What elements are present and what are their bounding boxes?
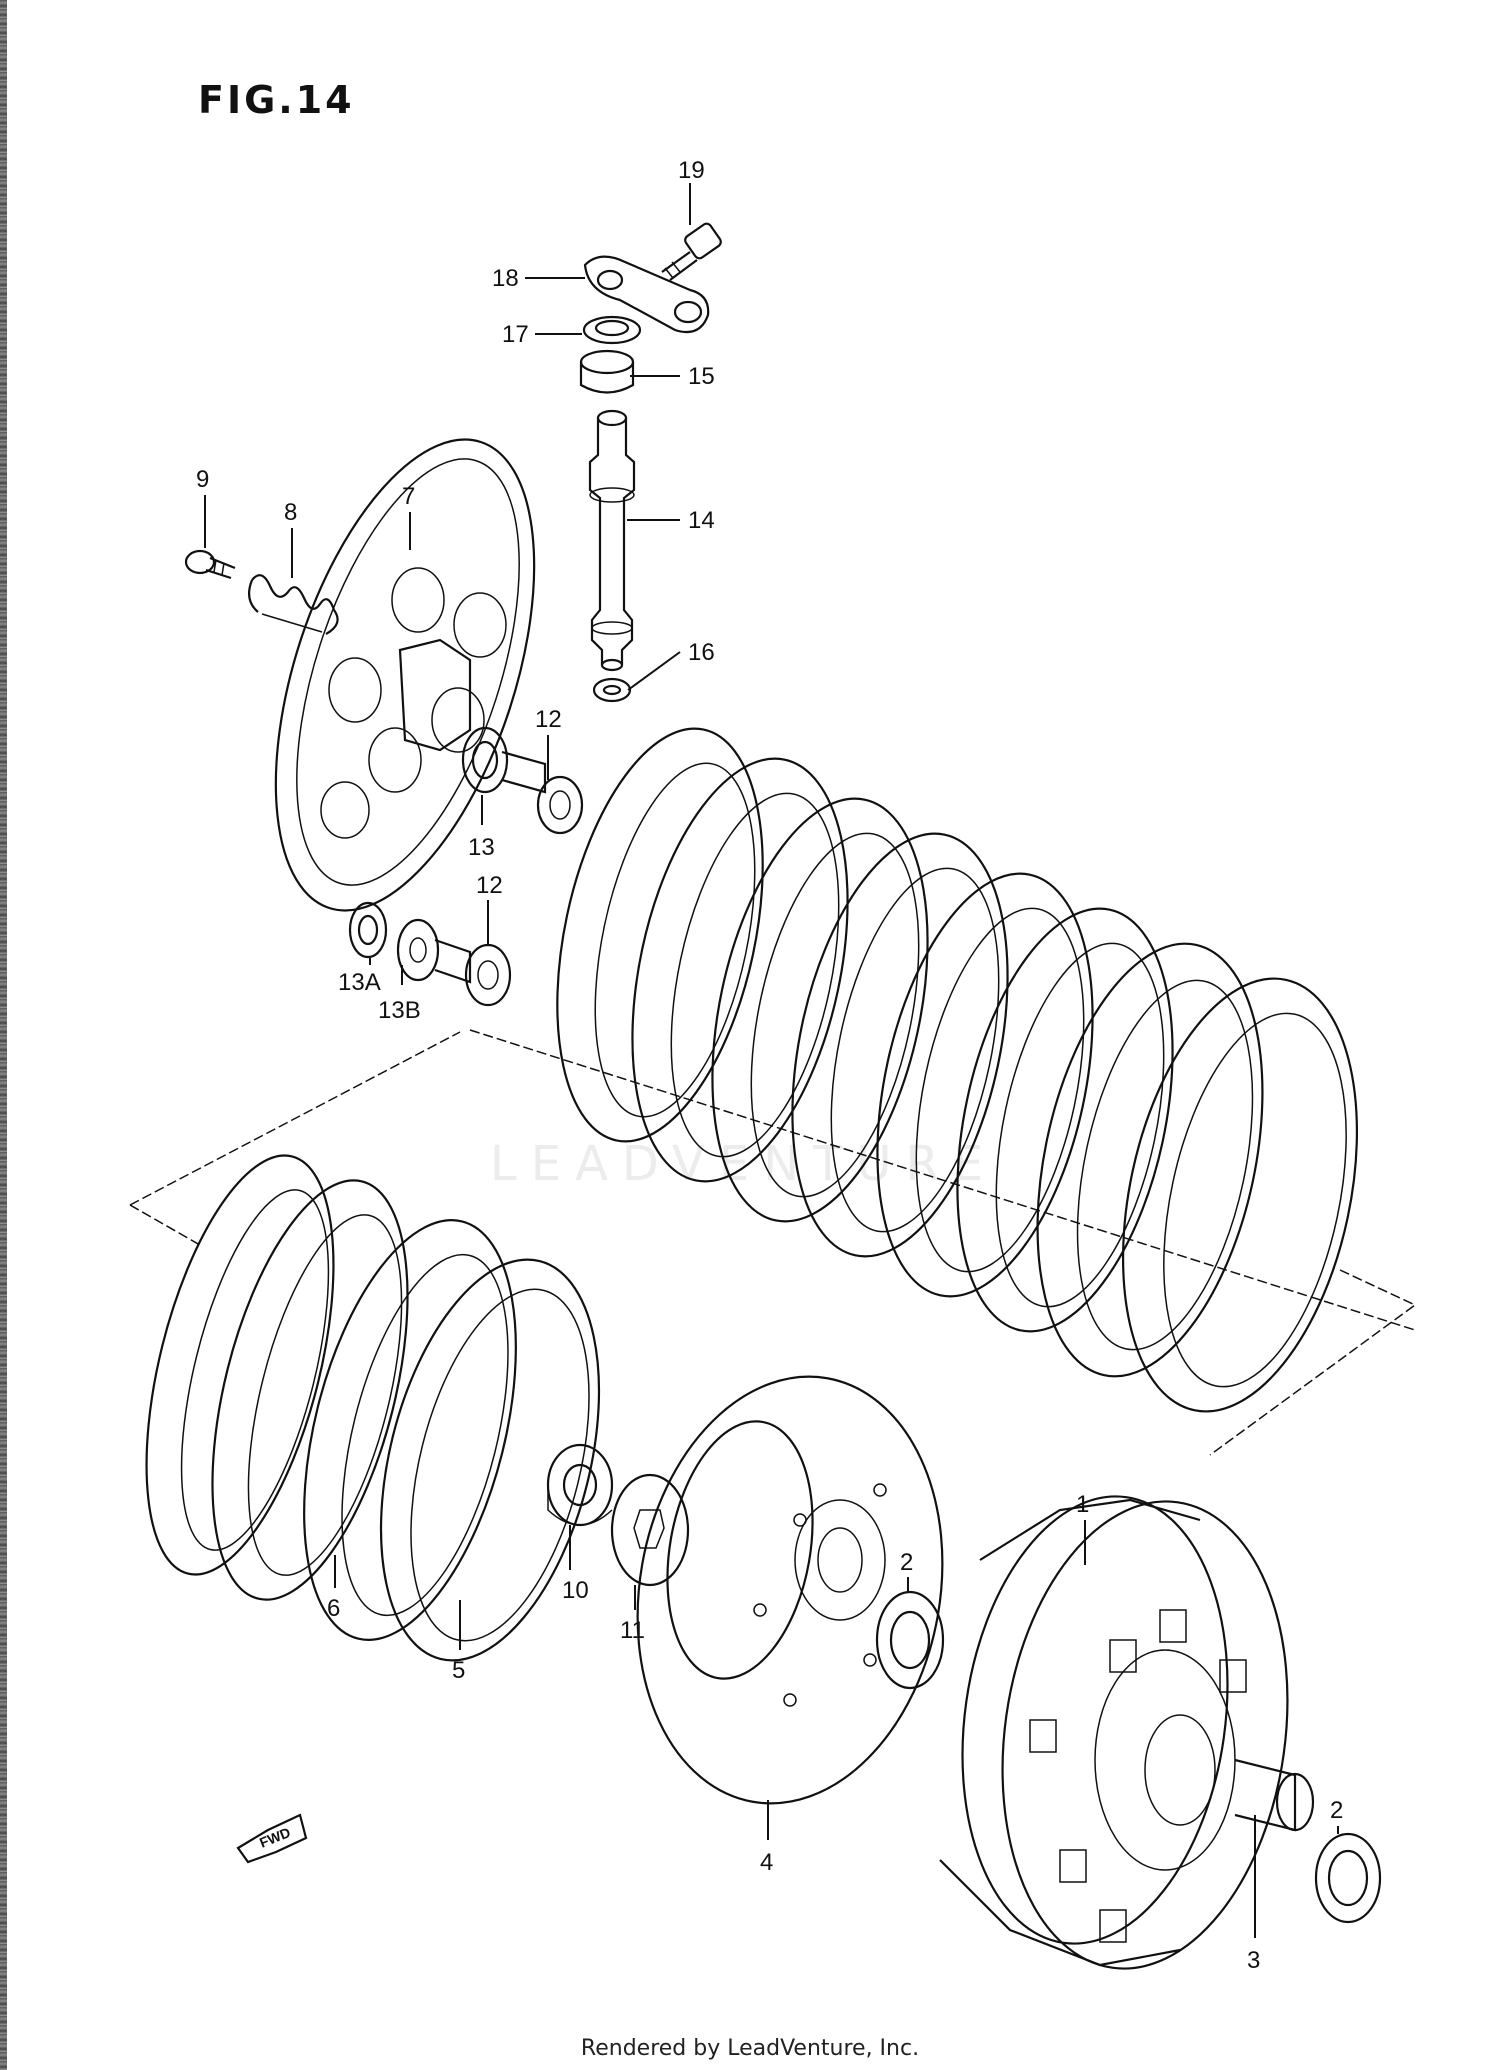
part-1-clutch-housing: [939, 1495, 1289, 1970]
part-11-lock-washer: [610, 1473, 690, 1587]
callout-16: 16: [688, 639, 715, 666]
callout-2-right: 2: [1330, 1797, 1343, 1824]
lower-plate-stack: [129, 1031, 601, 1662]
callout-9: 9: [196, 466, 209, 493]
part-18-lever: [583, 255, 710, 334]
callout-12-upper: 12: [535, 706, 562, 733]
callout-3: 3: [1247, 1947, 1260, 1974]
part-13-bearing: [461, 726, 509, 794]
part-7-pressure-plate: [274, 438, 536, 912]
callout-7: 7: [402, 483, 415, 510]
part-16-washer: [592, 677, 632, 703]
part-13b-washer: [396, 918, 440, 982]
part-2-thrust-washer-right: [1314, 1832, 1382, 1924]
callout-2-mid: 2: [900, 1549, 913, 1576]
scan-edge: [0, 0, 7, 2070]
callout-8: 8: [284, 499, 297, 526]
callout-18: 18: [492, 265, 519, 292]
callout-11: 11: [620, 1617, 645, 1644]
callout-1: 1: [1076, 1491, 1089, 1518]
callout-14: 14: [688, 507, 715, 534]
part-14-release-shaft: [588, 409, 636, 672]
callout-15: 15: [688, 363, 715, 390]
part-9-bolt: [184, 549, 236, 580]
callout-labels: 19 18 17 15 14 16 9 8 7 12 13 12 13A 13B…: [196, 157, 1343, 1974]
leader-lines: [204, 183, 1339, 1938]
callout-5: 5: [452, 1657, 465, 1684]
callout-13: 13: [468, 834, 495, 861]
part-4-sleeve-hub: [636, 1375, 944, 1805]
watermark: LEADVENTURE: [490, 1136, 997, 1192]
part-13a-bearing: [348, 901, 388, 959]
part-12-push-piece-upper: [501, 750, 584, 835]
callout-13a: 13A: [338, 969, 381, 996]
callout-19: 19: [678, 157, 705, 184]
footer-credit: Rendered by LeadVenture, Inc.: [580, 2036, 920, 2061]
part-19-bolt: [661, 222, 722, 281]
part-10-nut: [546, 1443, 614, 1527]
part-15-bearing: [579, 349, 635, 394]
part-17-oil-seal: [582, 315, 642, 345]
callout-17: 17: [502, 321, 529, 348]
callout-10: 10: [562, 1577, 589, 1604]
callout-4: 4: [760, 1849, 773, 1876]
callout-13b: 13B: [378, 997, 421, 1024]
part-8-spring: [247, 574, 339, 635]
forward-arrow-icon: FWD: [236, 1813, 308, 1864]
part-3-spacer: [1234, 1758, 1315, 1832]
upper-plate-stack: [469, 727, 1417, 1456]
figure-title: FIG.14: [198, 78, 355, 122]
callout-12-lower: 12: [476, 872, 503, 899]
part-12-push-piece-lower: [434, 938, 512, 1007]
callout-6: 6: [327, 1595, 340, 1622]
part-2-thrust-washer-mid: [875, 1590, 945, 1690]
